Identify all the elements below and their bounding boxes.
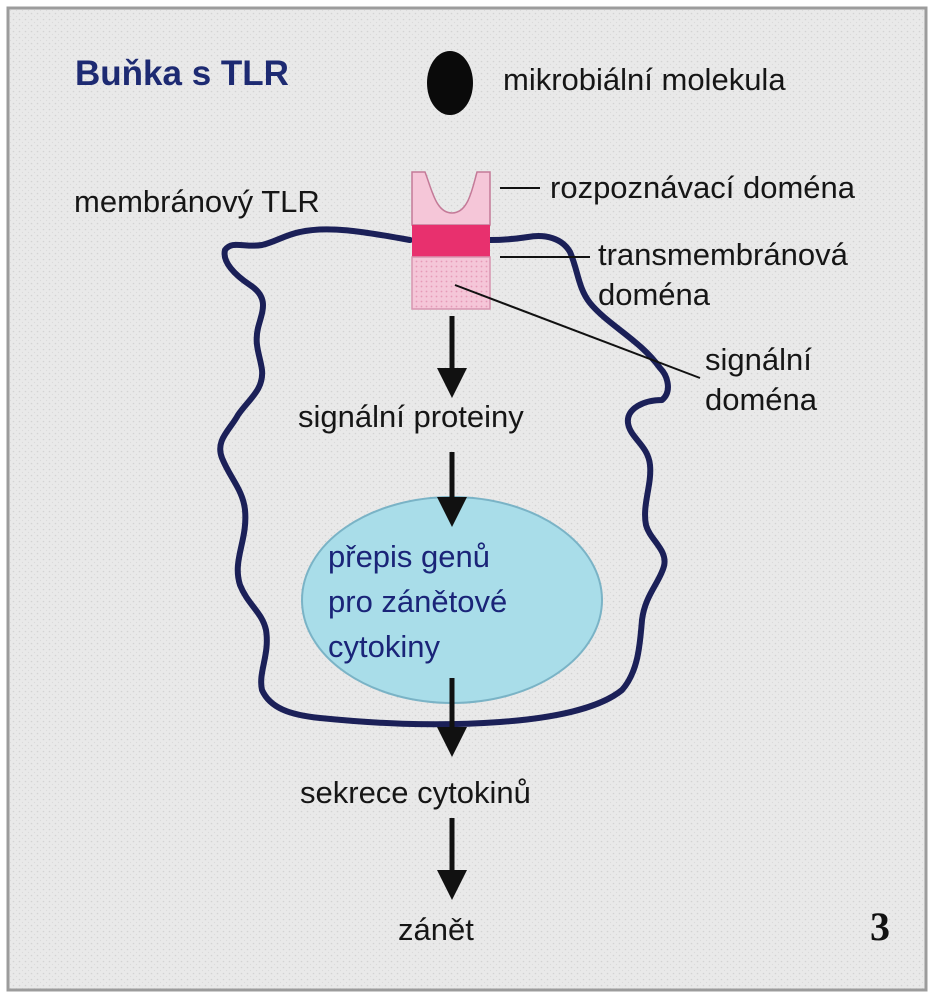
inflammation-label: zánět	[398, 912, 474, 947]
transmembrane-domain-label-line2: doména	[598, 277, 711, 312]
transmembrane-domain-label-line1: transmembránová	[598, 237, 849, 272]
nucleus-label-line3: cytokiny	[328, 629, 440, 664]
cell-membrane	[217, 226, 671, 728]
signal-domain-leader	[454, 284, 701, 379]
figure-number: 3	[870, 904, 890, 949]
nucleus-label-line2: pro zánětové	[328, 584, 507, 619]
membrane-tlr-label: membránový TLR	[74, 184, 320, 219]
cytokine-secretion-label: sekrece cytokinů	[300, 775, 531, 810]
microbial-molecule-shape	[427, 51, 473, 115]
signal-domain-shape	[411, 256, 491, 310]
recognition-domain-label: rozpoznávací doména	[550, 170, 856, 205]
signal-domain-label-line2: doména	[705, 382, 818, 417]
signal-proteins-label: signální proteiny	[298, 399, 524, 434]
recognition-domain-shape	[411, 171, 491, 226]
microbial-molecule-label: mikrobiální molekula	[503, 62, 786, 97]
nucleus-label-line1: přepis genů	[328, 539, 490, 574]
transmembrane-domain-shape	[412, 225, 490, 257]
signal-domain-label-line1: signální	[705, 342, 812, 377]
diagram-title: Buňka s TLR	[75, 54, 289, 93]
